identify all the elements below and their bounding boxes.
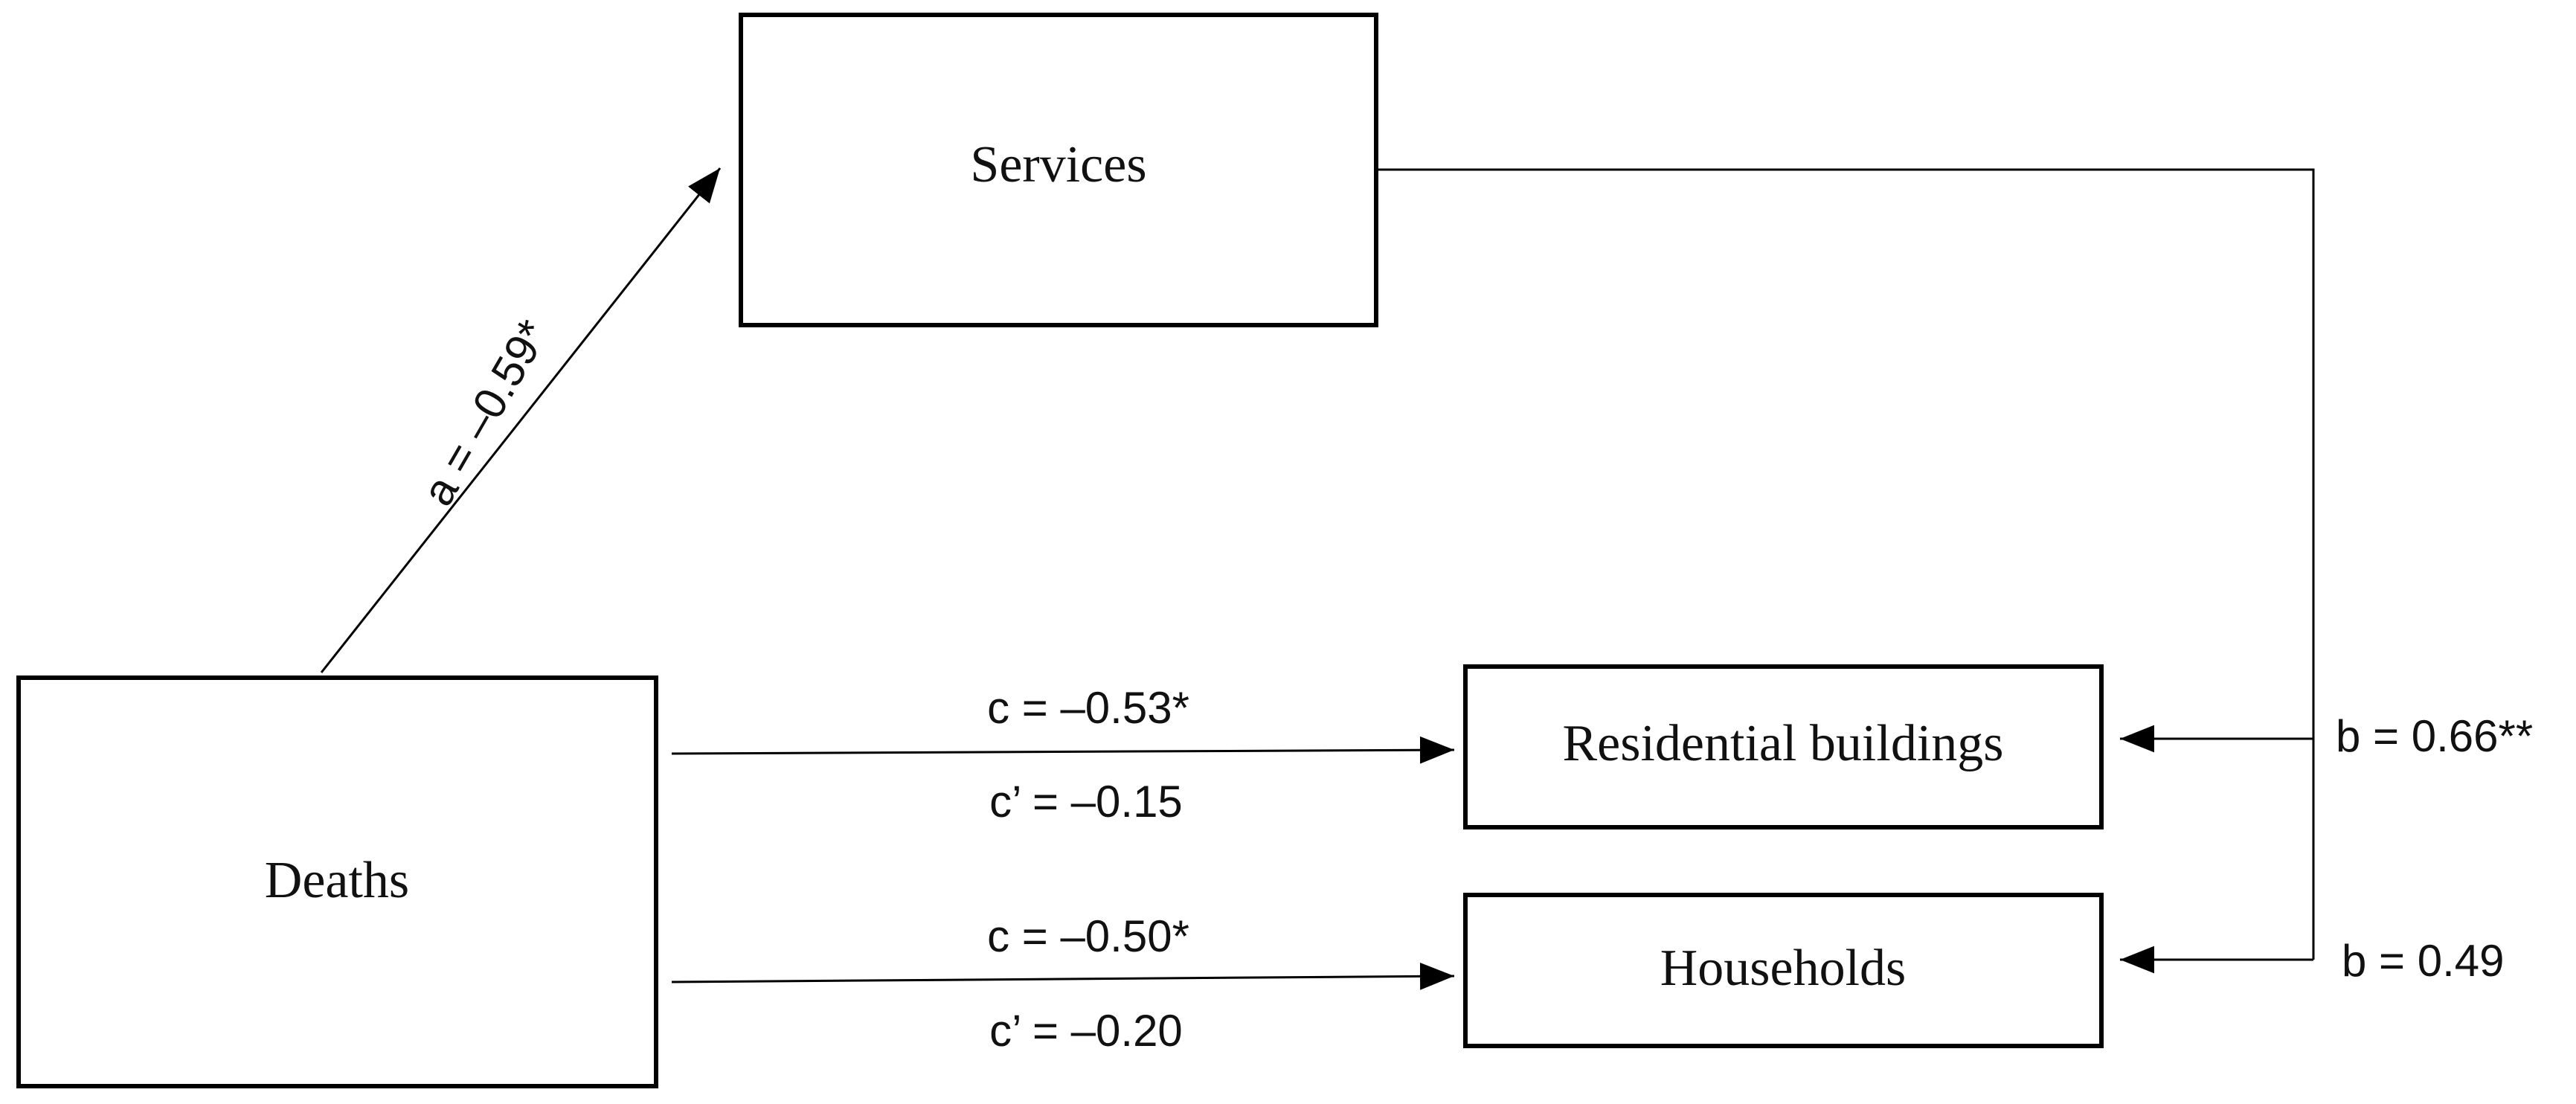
path-c-residential-arrow — [671, 736, 1455, 764]
households-label: Households — [1660, 940, 1907, 997]
households-node: Households — [1463, 893, 2104, 1048]
path-b-connector — [1376, 168, 2315, 960]
path-c-prime-households-label: c’ = –0.20 — [989, 1006, 1183, 1056]
services-box — [739, 13, 1378, 327]
path-b-households-label: b = 0.49 — [2342, 936, 2505, 986]
path-a-label: a = –0.59* — [412, 312, 558, 514]
residential-buildings-box — [1463, 664, 2104, 829]
deaths-box — [16, 675, 658, 1088]
path-c-prime-residential-label: c’ = –0.15 — [989, 777, 1183, 827]
path-a-arrow — [320, 167, 722, 673]
deaths-label: Deaths — [265, 852, 409, 909]
path-b-residential-label: b = 0.66** — [2336, 711, 2533, 761]
path-c-residential-label: c = –0.53* — [987, 683, 1189, 733]
residential-buildings-node: Residential buildings — [1463, 664, 2104, 829]
path-c-households-label: c = –0.50* — [987, 911, 1189, 961]
households-box — [1463, 893, 2104, 1048]
services-node: Services — [739, 13, 1378, 327]
deaths-node: Deaths — [16, 675, 658, 1088]
path-c-households-arrow — [671, 962, 1455, 990]
services-label: Services — [970, 136, 1146, 193]
residential-buildings-label: Residential buildings — [1562, 715, 2003, 772]
